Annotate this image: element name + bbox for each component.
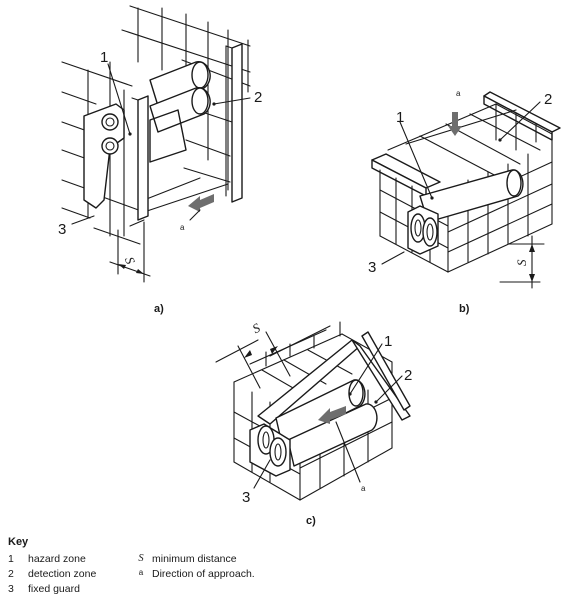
panel-b-distance-label: S xyxy=(514,259,529,266)
panel-c-drawing xyxy=(215,321,411,501)
key-title: Key xyxy=(8,536,29,548)
panel-b-approach-label: a xyxy=(456,89,461,98)
key-item-text: detection zone xyxy=(28,568,97,580)
key-symbol: S xyxy=(138,553,144,564)
panel-a-distance-label: S xyxy=(122,255,138,267)
key-item-text: fixed guard xyxy=(28,583,80,595)
panel-a-callout-3: 3 xyxy=(58,221,66,238)
key-symbol-text: minimum distance xyxy=(152,553,237,565)
key-item-number: 1 xyxy=(8,553,14,565)
panel-c-callout-2: 2 xyxy=(404,367,412,384)
panel-b-callout-1: 1 xyxy=(396,109,404,126)
panel-c-caption: c) xyxy=(306,515,316,527)
key-table: 1 hazard zone S minimum distance 2 detec… xyxy=(8,553,255,598)
key-item-number: 3 xyxy=(8,583,14,595)
key-item-text: hazard zone xyxy=(28,553,86,565)
panel-c-callout-3: 3 xyxy=(242,489,250,506)
panel-c-callout-1: 1 xyxy=(384,333,392,350)
panel-b-drawing xyxy=(371,91,561,289)
panel-a-drawing xyxy=(61,5,251,283)
panel-b-callout-3: 3 xyxy=(368,259,376,276)
key-row: 1 hazard zone S minimum distance xyxy=(8,553,255,568)
key-item-number: 2 xyxy=(8,568,14,580)
key-row: 3 fixed guard xyxy=(8,583,255,598)
key-symbol: a xyxy=(138,568,144,577)
key-row: 2 detection zone a Direction of approach… xyxy=(8,568,255,583)
panel-b-callout-2: 2 xyxy=(544,91,552,108)
panel-b-caption: b) xyxy=(459,303,470,315)
panel-c-distance-label: S xyxy=(250,320,263,337)
panel-a-callout-1: 1 xyxy=(100,49,108,66)
key-symbol-text: Direction of approach. xyxy=(152,568,255,580)
panel-a-caption: a) xyxy=(154,303,164,315)
panel-a-callout-2: 2 xyxy=(254,89,262,106)
panel-a-approach-label: a xyxy=(180,223,185,232)
panel-c-approach-label: a xyxy=(361,484,366,493)
figure-key: Key 1 hazard zone S minimum distance 2 d… xyxy=(8,536,255,598)
